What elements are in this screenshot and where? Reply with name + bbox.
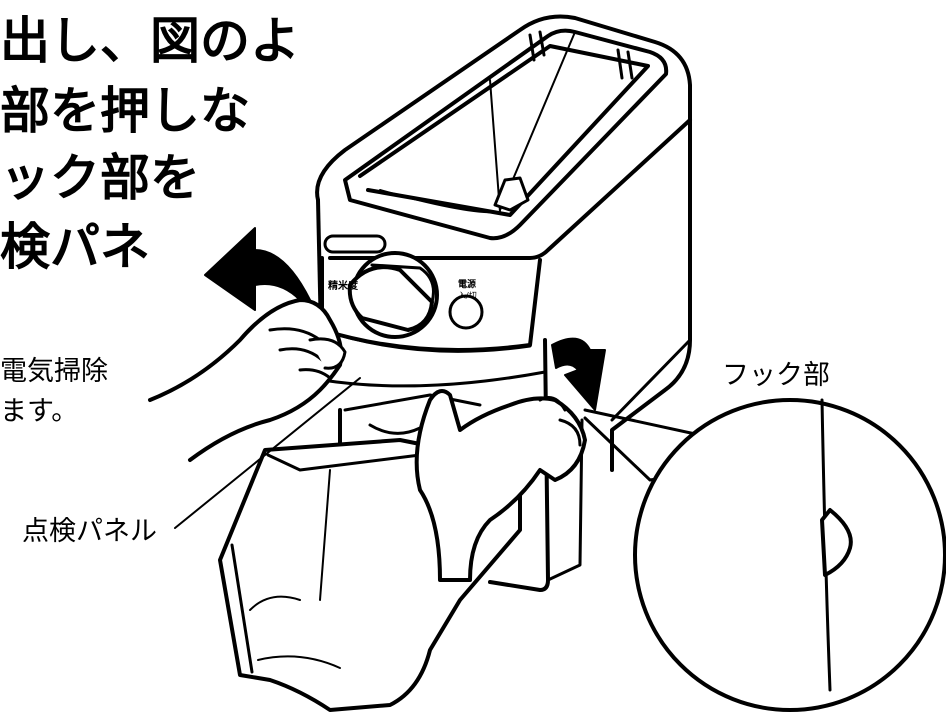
left-arrow <box>204 227 311 311</box>
hopper-opening <box>343 28 669 241</box>
hook-label: フック部 <box>722 360 830 391</box>
instruction-line-3: ック部を <box>0 149 200 207</box>
power-label-bottom: 入/切 <box>458 291 477 300</box>
right-arrow <box>551 337 606 411</box>
right-hand <box>414 389 587 582</box>
instruction-line-4: 検パネ <box>0 218 150 276</box>
logo-plate <box>323 234 387 254</box>
inspection-panel-label: 点検パネル <box>22 516 157 547</box>
power-label-top: 電源 <box>458 278 476 290</box>
instruction-line-2: 部を押しな <box>0 82 250 140</box>
power-button <box>448 294 484 330</box>
dial-label: 精米度 <box>328 279 359 292</box>
hook-detail <box>820 508 853 577</box>
note-line-1: 電気掃除 <box>0 356 108 387</box>
instruction-line-1: 出し、図のよ <box>0 12 300 70</box>
left-hand <box>148 298 344 462</box>
magnified-detail-circle <box>633 398 946 712</box>
note-line-2: ます。 <box>0 396 79 427</box>
